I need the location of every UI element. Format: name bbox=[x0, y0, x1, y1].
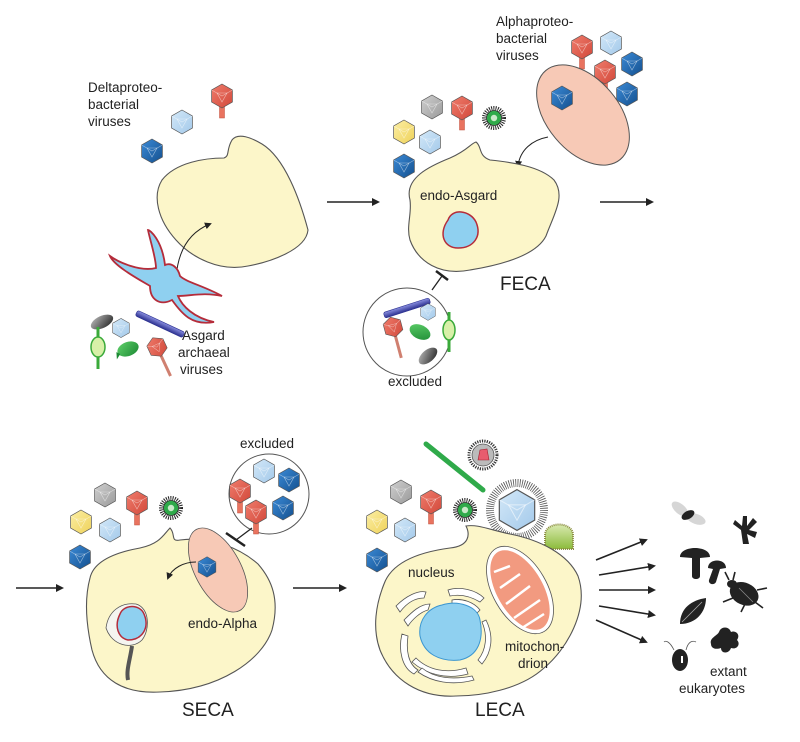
red-phage-icon bbox=[381, 314, 405, 359]
excluded-circle-feca bbox=[362, 287, 452, 377]
ciliate-icon bbox=[663, 640, 697, 671]
mitochondrion-matrix bbox=[490, 550, 550, 630]
extant-label-2: eukaryotes bbox=[679, 681, 745, 696]
amoeba-icon bbox=[710, 627, 739, 653]
stage-feca: Alphaproteo- bacterial viruses endo-Asga… bbox=[362, 14, 643, 389]
gene-transfer-arrow bbox=[166, 561, 197, 580]
spindle-virus-icon bbox=[442, 312, 456, 352]
mito-label-1: mitochon- bbox=[505, 639, 564, 654]
alpha-label-2: bacterial bbox=[496, 31, 547, 46]
darkblue-virus-icon bbox=[366, 547, 388, 573]
protoeukaryote-cell bbox=[156, 135, 309, 268]
yellow-virus-icon bbox=[366, 509, 388, 535]
seca-label: SECA bbox=[182, 700, 234, 721]
red-phage-icon bbox=[421, 490, 442, 524]
lightblue-virus-icon bbox=[394, 517, 416, 543]
darkblue-virus-icon bbox=[621, 51, 643, 77]
inhibition-mark bbox=[431, 270, 449, 291]
seaweed-icon bbox=[733, 516, 757, 544]
yellow-virus-icon bbox=[70, 509, 92, 535]
lightblue-virus-icon bbox=[419, 129, 441, 155]
radiation-arrow-2 bbox=[598, 563, 656, 576]
endo-alpha-label: endo-Alpha bbox=[188, 616, 258, 631]
delta-label-1: Deltaproteo- bbox=[88, 80, 162, 95]
green-lemon-virus-icon bbox=[116, 341, 139, 360]
radiation-arrow-4 bbox=[598, 605, 656, 618]
proto-nucleus bbox=[116, 605, 147, 641]
stage-seca: excluded endo-Alpha SECA bbox=[16, 436, 310, 721]
mushroom-icon bbox=[680, 548, 726, 585]
inhibition-mark bbox=[225, 527, 253, 548]
enveloped-virus-icon bbox=[467, 439, 499, 471]
feca-label: FECA bbox=[500, 274, 551, 295]
green-lemon-virus-icon bbox=[409, 324, 431, 340]
darkblue-virus-icon bbox=[69, 544, 91, 570]
leaf-icon bbox=[680, 598, 706, 624]
spindle-virus-icon bbox=[90, 327, 106, 369]
red-phage-icon bbox=[572, 35, 593, 69]
darkblue-virus-icon bbox=[393, 153, 415, 179]
gray-virus-icon bbox=[94, 482, 116, 508]
yellow-virus-icon bbox=[393, 119, 415, 145]
gray-virus-icon bbox=[390, 479, 412, 505]
lightblue-virus-icon bbox=[112, 318, 130, 338]
asgard-archaeon bbox=[107, 229, 223, 324]
endosymbiosis-arrow bbox=[515, 136, 549, 168]
rod-virus-icon bbox=[135, 310, 185, 338]
red-phage-icon bbox=[212, 84, 233, 118]
gray-virus-icon bbox=[421, 94, 443, 120]
asgard-label-2: archaeal bbox=[178, 345, 230, 360]
mito-label-2: drion bbox=[518, 656, 548, 671]
endo-asgard-nucleus bbox=[442, 211, 479, 249]
radiation-arrow-1 bbox=[595, 538, 648, 561]
alpha-label-1: Alphaproteo- bbox=[496, 14, 573, 29]
lightblue-virus-icon bbox=[171, 109, 193, 135]
filamentous-virus-icon bbox=[423, 441, 486, 493]
rod-virus-icon bbox=[383, 297, 431, 319]
endo-alpha-bacterium bbox=[187, 527, 249, 613]
bullet-virus-icon bbox=[544, 523, 574, 550]
red-phage-icon bbox=[144, 333, 172, 377]
excluded-label-feca: excluded bbox=[388, 374, 442, 389]
gray-lemon-virus-icon bbox=[418, 347, 438, 365]
extant-label-1: extant bbox=[710, 664, 747, 679]
stage-asgard-host: Deltaproteo- bacterial viruses bbox=[88, 80, 309, 377]
giant-virus-icon bbox=[486, 479, 548, 541]
darkblue-virus-icon bbox=[141, 138, 163, 164]
stage-leca: nucleus mitochon- drion LECA bbox=[366, 439, 582, 721]
spiky-virus-icon bbox=[453, 498, 477, 522]
mitochondrial-cristae bbox=[493, 564, 545, 630]
delta-label-3: viruses bbox=[88, 114, 131, 129]
nucleus-label: nucleus bbox=[408, 565, 455, 580]
endo-asgard-label: endo-Asgard bbox=[420, 188, 497, 203]
lightblue-virus-icon bbox=[99, 517, 121, 543]
red-phage-icon bbox=[452, 96, 473, 130]
stage-extant: extant eukaryotes bbox=[595, 501, 768, 696]
gray-lemon-virus-icon bbox=[90, 314, 114, 330]
asgard-label-1: Asgard bbox=[182, 328, 225, 343]
excluded-label-seca: excluded bbox=[240, 436, 294, 451]
leca-label: LECA bbox=[475, 700, 525, 721]
red-phage-icon bbox=[127, 491, 148, 525]
feca-cell bbox=[408, 141, 560, 272]
delta-label-2: bacterial bbox=[88, 97, 139, 112]
darkblue-virus-icon bbox=[616, 81, 638, 107]
asgard-label-3: viruses bbox=[180, 362, 223, 377]
alpha-label-3: viruses bbox=[496, 48, 539, 63]
insect-fly-icon bbox=[671, 501, 706, 525]
beetle-icon bbox=[722, 571, 768, 613]
proto-er-tail bbox=[125, 645, 134, 681]
lightblue-virus-icon bbox=[600, 30, 622, 56]
spiky-virus-icon bbox=[482, 106, 506, 130]
spiky-virus-icon bbox=[159, 496, 183, 520]
nucleus bbox=[419, 602, 482, 661]
radiation-arrow-5 bbox=[595, 619, 648, 644]
